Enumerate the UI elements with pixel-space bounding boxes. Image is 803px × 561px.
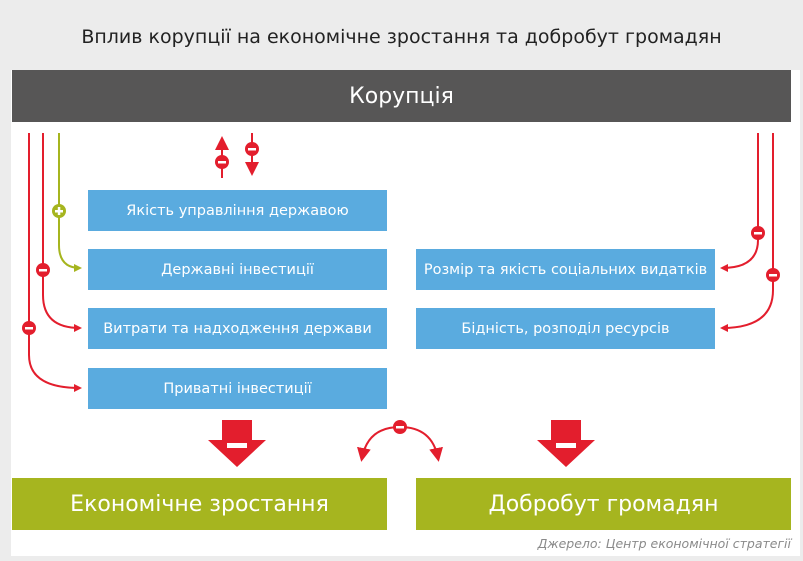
plus-icon: [52, 204, 66, 218]
corruption-header: Корупція: [12, 70, 791, 122]
minus-icon: [393, 420, 407, 434]
box-governance-quality: Якість управління державою: [88, 190, 387, 231]
big-down-arrow-growth: [208, 420, 266, 467]
arrow-mutual-right: [399, 426, 443, 462]
arrow-to-social-spending: [720, 133, 759, 272]
arrow-to-state-spending: [42, 133, 82, 332]
box-private-investment: Приватні інвестиції: [88, 368, 387, 409]
box-social-spending: Розмір та якість соціальних видатків: [416, 249, 715, 290]
minus-icon: [36, 263, 50, 277]
big-down-arrow-welfare: [537, 420, 595, 467]
box-state-spending-revenue: Витрати та надходження держави: [88, 308, 387, 349]
minus-icon: [215, 155, 229, 169]
outcome-economic-growth: Економічне зростання: [12, 478, 387, 530]
arrow-to-poverty: [720, 133, 774, 332]
minus-icon: [751, 226, 765, 240]
diagram-title: Вплив корупції на економічне зростання т…: [81, 26, 722, 48]
minus-icons: [22, 142, 780, 434]
outcome-citizen-welfare: Добробут громадян: [416, 478, 791, 530]
source-note: Джерело: Центр економічної стратегії: [537, 536, 791, 551]
arrow-to-public-investment: [58, 133, 82, 272]
box-public-investment: Державні інвестиції: [88, 249, 387, 290]
box-poverty-distribution: Бідність, розподіл ресурсів: [416, 308, 715, 349]
minus-icon: [22, 321, 36, 335]
arrow-to-private-investment: [28, 133, 82, 392]
minus-icon: [766, 268, 780, 282]
minus-icon: [245, 142, 259, 156]
arrow-mutual-left: [357, 426, 401, 462]
